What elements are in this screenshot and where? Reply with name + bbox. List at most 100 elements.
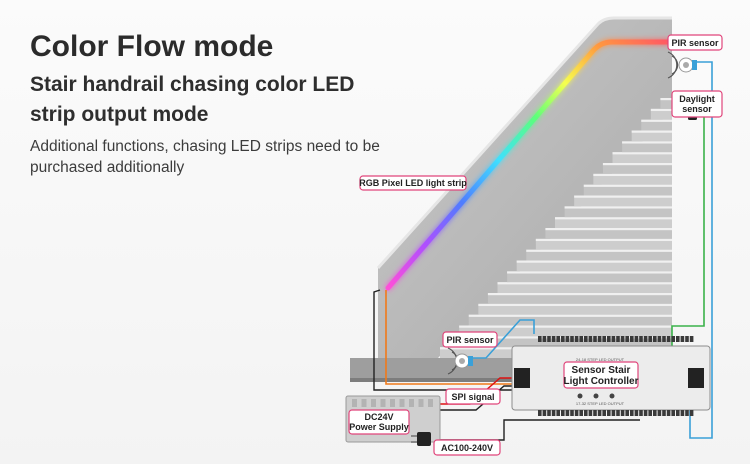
rgb-led-strip xyxy=(385,39,683,291)
label-ac-input: AC100-240V xyxy=(433,439,501,456)
label-spi-signal: SPI signal xyxy=(445,388,501,405)
terminal-pin xyxy=(538,410,542,416)
terminal-pin xyxy=(643,336,648,342)
terminal-pin xyxy=(602,410,606,416)
terminal-pin xyxy=(648,410,652,416)
terminal-pin xyxy=(620,336,625,342)
stair-tread xyxy=(478,303,672,307)
wire-led-black xyxy=(373,289,514,391)
terminal-pin xyxy=(666,336,671,342)
stair-tread xyxy=(612,152,672,155)
terminal-pin xyxy=(689,410,694,416)
terminal-pin xyxy=(689,336,694,342)
stair-tread xyxy=(526,249,672,252)
stair-tread xyxy=(574,195,672,198)
psu-vent xyxy=(352,399,357,407)
svg-text:PIR sensor: PIR sensor xyxy=(446,335,494,345)
terminal-pin xyxy=(551,336,556,342)
stair-tread xyxy=(516,260,672,263)
terminal-pin xyxy=(570,336,574,342)
page-subtitle: Stair handrail chasing color LED strip o… xyxy=(30,73,355,126)
terminal-pin xyxy=(579,336,583,342)
terminal-pin xyxy=(551,410,556,416)
svg-text:Light Controller: Light Controller xyxy=(564,376,639,387)
stair-tread xyxy=(468,314,672,317)
terminal-pin xyxy=(616,410,620,416)
controller-top-print: 24-18 STEP LED OUTPUT xyxy=(576,357,625,362)
terminal-pin xyxy=(597,410,602,416)
stair-step xyxy=(449,336,672,348)
svg-text:Daylight: Daylight xyxy=(679,94,715,104)
terminal-pin xyxy=(657,336,662,342)
terminal-pin xyxy=(680,410,685,416)
terminal-pin xyxy=(556,336,560,342)
terminal-pin xyxy=(538,336,542,342)
pir-sensor-bottom-icon xyxy=(447,347,473,375)
pir-sensor-top-icon xyxy=(667,51,697,79)
stair-tread xyxy=(507,271,672,274)
stair-step xyxy=(631,130,672,142)
terminal-pin xyxy=(547,336,551,342)
svg-text:RGB Pixel LED light strip: RGB Pixel LED light strip xyxy=(359,178,467,188)
stair-tread xyxy=(545,228,672,231)
stair-step xyxy=(574,195,672,207)
terminal-pin xyxy=(657,410,662,416)
terminal-pin xyxy=(593,336,597,342)
stair-step xyxy=(602,163,672,174)
stair-tread xyxy=(497,282,672,285)
stair-step xyxy=(660,98,672,109)
stair-step xyxy=(564,206,672,218)
stair-tread xyxy=(593,173,672,177)
terminal-pin xyxy=(597,336,602,342)
description-text: Additional functions, chasing LED strips… xyxy=(30,138,380,176)
terminal-pin xyxy=(588,336,593,342)
terminal-pin xyxy=(584,336,588,342)
stair-step xyxy=(535,238,672,250)
psu-vent xyxy=(380,399,386,407)
stair-step xyxy=(516,260,672,272)
terminal-pin xyxy=(561,336,565,342)
psu-vent xyxy=(428,399,433,407)
terminal-pin xyxy=(542,410,547,416)
svg-text:sensor: sensor xyxy=(682,104,712,114)
stair-step xyxy=(555,217,672,228)
terminal-pin xyxy=(639,410,643,416)
label-rgb-strip: RGB Pixel LED light strip xyxy=(359,175,467,191)
terminal-pin xyxy=(648,336,652,342)
terminal-pin xyxy=(653,410,657,416)
svg-text:SPI signal: SPI signal xyxy=(451,392,494,402)
stair-step xyxy=(459,325,672,337)
terminal-pin xyxy=(547,410,551,416)
label-pir-bottom: PIR sensor xyxy=(442,331,498,348)
svg-text:DC24V: DC24V xyxy=(364,412,393,422)
terminal-pin xyxy=(574,410,579,416)
terminal-pin xyxy=(634,410,639,416)
stair-tread xyxy=(459,325,672,328)
stair-tread xyxy=(631,130,672,133)
stair-tread xyxy=(641,119,672,122)
stair-tread xyxy=(555,217,672,220)
terminal-pin xyxy=(565,336,570,342)
terminal-pin xyxy=(643,410,648,416)
terminal-pin xyxy=(574,336,579,342)
stair-step xyxy=(612,152,672,163)
terminal-pin xyxy=(611,336,616,342)
terminal-pin xyxy=(556,410,560,416)
terminal-pin xyxy=(685,336,689,342)
stair-tread xyxy=(660,98,672,101)
wire-ac xyxy=(430,419,640,441)
page-title: Color Flow mode xyxy=(30,30,274,63)
terminal-pin xyxy=(653,336,657,342)
psu-vent xyxy=(371,399,376,407)
ac-plug-icon xyxy=(411,432,431,446)
svg-text:Power Supply: Power Supply xyxy=(349,422,409,432)
label-power-supply: DC24V Power Supply xyxy=(348,409,410,435)
wire-spi xyxy=(385,290,514,385)
terminal-pin xyxy=(561,410,565,416)
terminal-pin xyxy=(542,336,547,342)
terminal-pin xyxy=(630,410,634,416)
wire-daylight xyxy=(671,113,705,370)
terminal-pin xyxy=(625,336,629,342)
terminal-pin xyxy=(634,336,639,342)
